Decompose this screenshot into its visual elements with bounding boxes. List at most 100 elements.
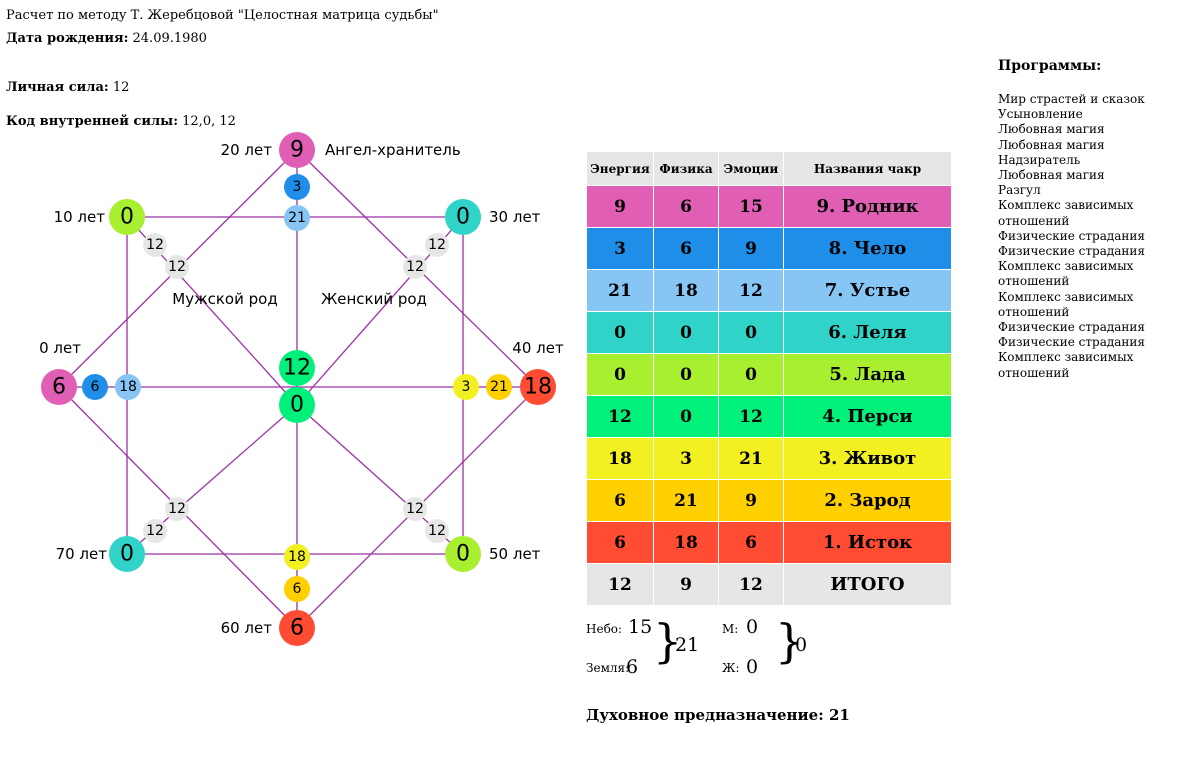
node-right: 18 bbox=[520, 369, 556, 405]
node-circle bbox=[82, 374, 108, 400]
chakra-value: 12 bbox=[718, 269, 784, 312]
program-item: Комплекс зависимых отношений bbox=[998, 198, 1134, 228]
node-left-inner2: 18 bbox=[115, 374, 141, 400]
program-item: Комплекс зависимых отношений bbox=[998, 289, 1134, 319]
program-item: Физические страдания bbox=[998, 244, 1145, 259]
node-top-inner1: 3 bbox=[284, 174, 310, 200]
program-item: Любовная магия bbox=[998, 168, 1105, 183]
program-item: Любовная магия bbox=[998, 137, 1105, 152]
chakra-value: 9 bbox=[586, 185, 654, 228]
female-line-label: Женский род bbox=[321, 290, 427, 308]
chakra-value: 6 bbox=[586, 521, 654, 564]
chakra-value: 12 bbox=[586, 395, 654, 438]
age-label-60: 60 лет bbox=[221, 619, 273, 637]
age-label-30: 30 лет bbox=[489, 208, 541, 226]
sky-earth-sum: 21 bbox=[675, 634, 700, 656]
node-top-left: 0 bbox=[109, 199, 145, 235]
sky-earth-brace: } bbox=[653, 614, 683, 668]
node-value: 21 bbox=[288, 210, 306, 226]
male-line-label: Мужской род bbox=[172, 290, 277, 308]
node-value: 18 bbox=[524, 375, 552, 400]
node-value: 18 bbox=[288, 549, 306, 565]
node-circle bbox=[445, 536, 481, 572]
chakra-value: 21 bbox=[653, 479, 719, 522]
personal-force-label: Личная сила: bbox=[6, 80, 109, 95]
node-center: 0 bbox=[279, 387, 315, 423]
chakra-name: 8. Чело bbox=[783, 227, 952, 270]
chakra-name: 9. Родник bbox=[783, 185, 952, 228]
chakra-name: 1. Исток bbox=[783, 521, 952, 564]
node-value: 9 bbox=[290, 138, 304, 163]
chakra-value: 18 bbox=[653, 521, 719, 564]
node-value: 6 bbox=[293, 581, 302, 597]
birth-date-label: Дата рождения: bbox=[6, 31, 129, 46]
program-item: Разгул bbox=[998, 183, 1041, 198]
sky-label: Небо: bbox=[586, 622, 623, 636]
chakra-value: 6 bbox=[718, 521, 784, 564]
chakra-value: 6 bbox=[586, 479, 654, 522]
page-title: Расчет по методу Т. Жеребцовой "Целостна… bbox=[6, 8, 439, 23]
chakra-value: 18 bbox=[586, 437, 654, 480]
node-bottom-left: 0 bbox=[109, 536, 145, 572]
male-label: М: bbox=[722, 622, 739, 636]
chakra-value: 15 bbox=[718, 185, 784, 228]
chakra-name: 7. Устье bbox=[783, 269, 952, 312]
chakra-value: 18 bbox=[653, 269, 719, 312]
chakra-name: 6. Леля bbox=[783, 311, 952, 354]
chakra-value: 12 bbox=[718, 395, 784, 438]
node-circle bbox=[279, 610, 315, 646]
chakra-value: 0 bbox=[653, 395, 719, 438]
node-value: 12 bbox=[146, 523, 164, 539]
programs-title: Программы: bbox=[998, 58, 1102, 74]
male-value: 0 bbox=[746, 616, 759, 638]
node-circle bbox=[41, 369, 77, 405]
chakra-value: 3 bbox=[653, 437, 719, 480]
program-item: Любовная магия bbox=[998, 122, 1105, 137]
node-value: 0 bbox=[290, 393, 304, 418]
node-circle bbox=[115, 374, 141, 400]
age-label-40: 40 лет bbox=[512, 339, 564, 357]
inner-force-code-value: 12,0, 12 bbox=[182, 114, 236, 129]
program-item: Физические страдания bbox=[998, 335, 1145, 350]
chakra-name: 4. Перси bbox=[783, 395, 952, 438]
node-bl-line1: 12 bbox=[165, 497, 189, 521]
inner-force-code-label: Код внутренней силы: bbox=[6, 114, 178, 129]
spiritual-purpose-value: 21 bbox=[828, 706, 850, 724]
node-circle bbox=[165, 255, 189, 279]
age-label-50: 50 лет bbox=[489, 545, 541, 563]
earth-value: 6 bbox=[626, 656, 639, 678]
node-value: 18 bbox=[119, 379, 137, 395]
female-value: 0 bbox=[746, 656, 759, 678]
age-label-70: 70 лет bbox=[56, 545, 108, 563]
chakra-name: 3. Живот bbox=[783, 437, 952, 480]
node-value: 6 bbox=[91, 379, 100, 395]
node-value: 0 bbox=[456, 542, 470, 567]
program-item: Мир страстей и сказок bbox=[998, 92, 1145, 106]
personal-force: Личная сила: 12 bbox=[6, 80, 129, 95]
node-value: 21 bbox=[490, 379, 508, 395]
node-circle bbox=[425, 233, 449, 257]
chakra-value: 9 bbox=[718, 479, 784, 522]
node-left: 6 bbox=[41, 369, 77, 405]
node-circle bbox=[143, 519, 167, 543]
node-tr-line2: 12 bbox=[403, 255, 427, 279]
node-circle bbox=[284, 205, 310, 231]
birth-date: Дата рождения: 24.09.1980 bbox=[6, 31, 207, 46]
node-value: 0 bbox=[456, 205, 470, 230]
node-circle bbox=[109, 536, 145, 572]
node-value: 12 bbox=[428, 237, 446, 253]
node-value: 6 bbox=[52, 375, 66, 400]
node-value: 12 bbox=[283, 356, 311, 381]
